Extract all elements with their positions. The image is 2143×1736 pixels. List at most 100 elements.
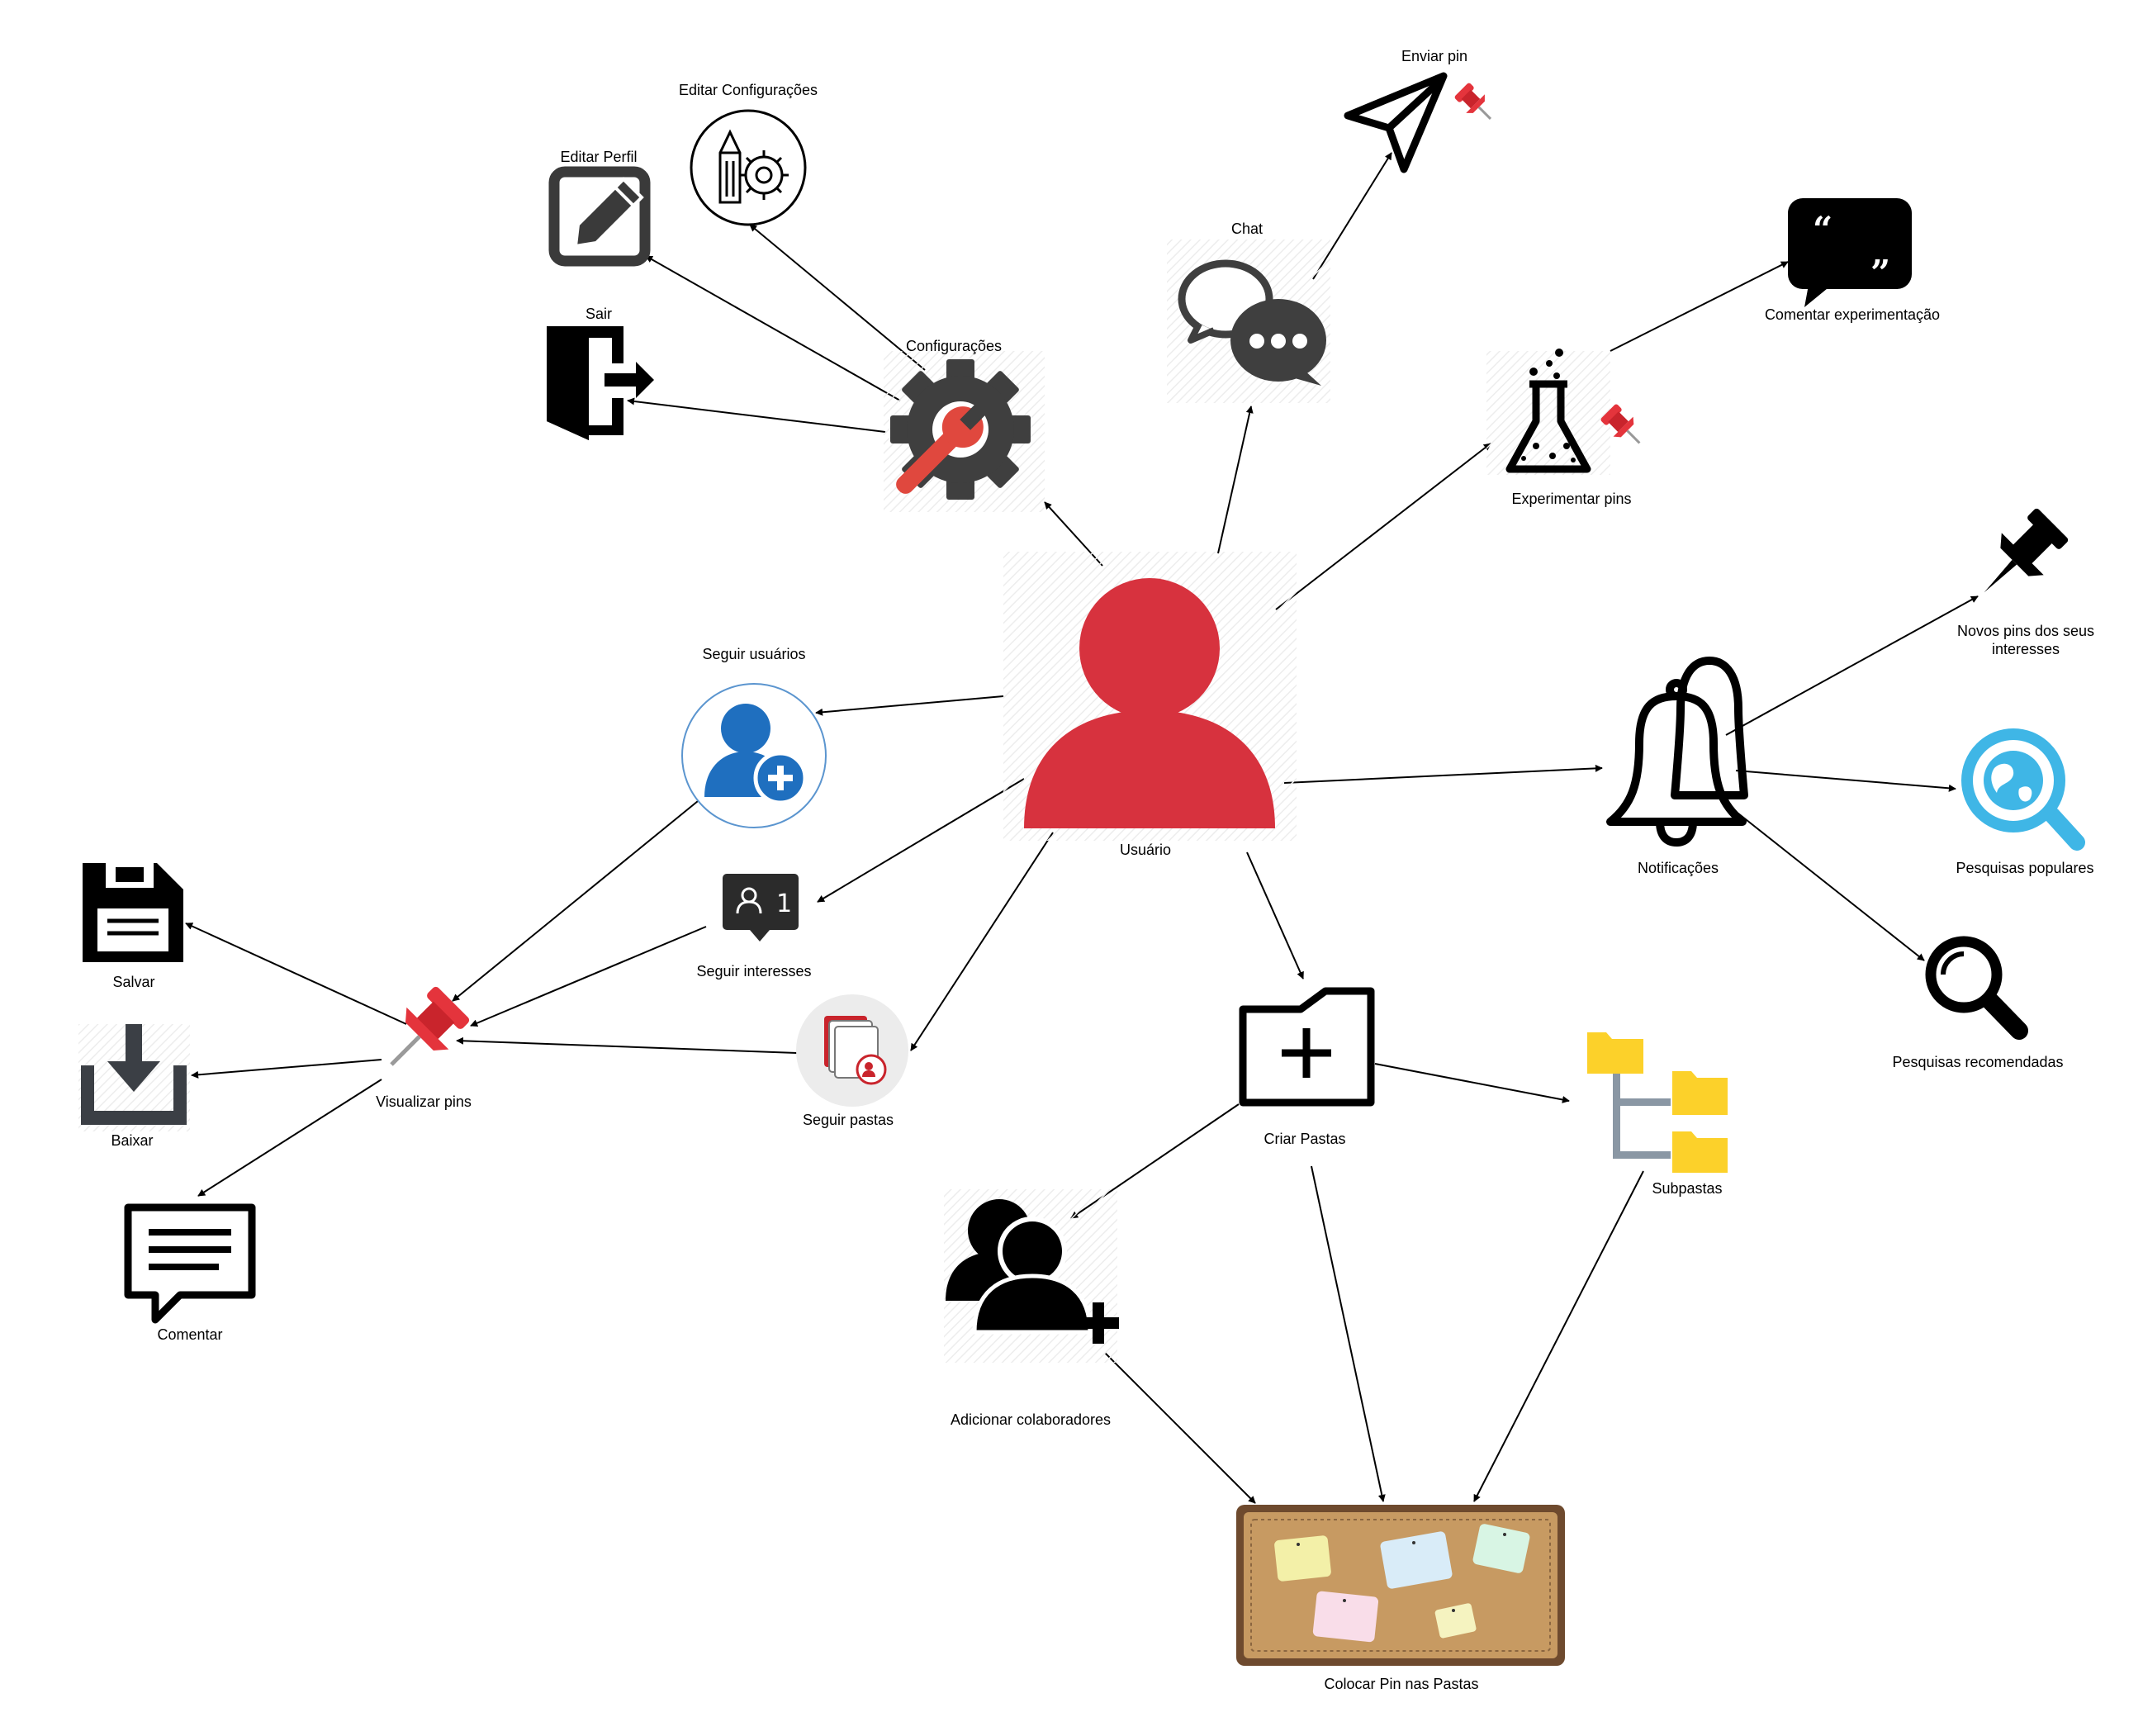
label-comentar: Comentar <box>157 1326 222 1343</box>
label-salvar: Salvar <box>112 974 154 990</box>
flask-icon <box>1505 349 1591 473</box>
arrow-experimentar-comentar <box>1610 261 1789 352</box>
node-criar-pastas[interactable]: Criar Pastas <box>1239 987 1375 1147</box>
label-adicionar-colaboradores: Adicionar colaboradores <box>951 1411 1111 1428</box>
label-configuracoes: Configurações <box>906 338 1002 354</box>
node-notificacoes[interactable]: Notificações <box>1606 657 1748 876</box>
pushpin-icon <box>1984 508 2069 593</box>
arrow-configuracoes-editar-configuracoes <box>749 224 926 371</box>
node-pesquisas-recomendadas[interactable]: Pesquisas recomendadas <box>1892 936 2064 1070</box>
arrow-notificacoes-populares <box>1735 770 1956 792</box>
edit-profile-icon <box>548 166 651 267</box>
label-seguir-usuarios: Seguir usuários <box>702 646 805 662</box>
folders-user-icon <box>796 994 908 1107</box>
arrow-usuario-chat <box>1217 406 1254 554</box>
label-visualizar-pins: Visualizar pins <box>376 1093 472 1110</box>
arrow-criar-subpastas <box>1374 1063 1570 1103</box>
node-colocar-pin[interactable]: Colocar Pin nas Pastas <box>1236 1505 1565 1692</box>
node-salvar[interactable]: Salvar <box>83 863 183 990</box>
label-seguir-interesses: Seguir interesses <box>696 963 811 979</box>
label-baixar: Baixar <box>111 1132 153 1149</box>
node-enviar-pin[interactable]: Enviar pin <box>1344 48 1500 173</box>
search-icon <box>1925 936 2028 1040</box>
exit-door-icon <box>547 326 654 440</box>
node-visualizar-pins[interactable]: Visualizar pins <box>371 982 475 1110</box>
arrow-notificacoes-novos-pins <box>1725 595 1979 736</box>
node-chat[interactable]: Chat <box>1167 221 1330 403</box>
user-add-icon <box>681 683 827 828</box>
arrow-usuario-notificacoes <box>1283 764 1603 784</box>
node-adicionar-colaboradores[interactable]: Adicionar colaboradores <box>944 1189 1119 1428</box>
folder-tree-icon <box>1587 1032 1728 1173</box>
label-experimentar-pins: Experimentar pins <box>1511 491 1631 507</box>
gear-wrench-icon <box>890 359 1031 500</box>
arrow-visualizar-salvar <box>185 923 407 1025</box>
label-usuario: Usuário <box>1120 842 1171 858</box>
floppy-disk-icon <box>83 863 183 962</box>
label-editar-configuracoes: Editar Configurações <box>679 82 818 98</box>
label-criar-pastas: Criar Pastas <box>1264 1131 1345 1147</box>
chat-bubbles-icon <box>1178 259 1326 386</box>
arrow-usuario-criar-pastas <box>1246 851 1304 979</box>
node-baixar[interactable]: Baixar <box>78 1024 190 1149</box>
label-seguir-pastas: Seguir pastas <box>803 1112 894 1128</box>
arrow-seguir-usuarios-visualizar <box>452 800 699 1002</box>
node-sair[interactable]: Sair <box>547 306 654 440</box>
node-usuario[interactable]: Usuário <box>1003 552 1297 858</box>
arrow-visualizar-baixar <box>191 1059 382 1079</box>
arrow-seguir-interesses-visualizar <box>470 926 707 1027</box>
svg-text:”: ” <box>1870 253 1890 293</box>
arrow-usuario-seguir-usuarios <box>815 695 1004 716</box>
label-editar-perfil: Editar Perfil <box>560 149 637 165</box>
badge-count: 1 <box>776 889 792 918</box>
svg-text:“: “ <box>1813 209 1832 249</box>
label-pesquisas-populares: Pesquisas populares <box>1956 860 2093 876</box>
user-badge-icon: 1 <box>723 874 799 942</box>
arrow-seguir-pastas-visualizar <box>456 1036 798 1054</box>
label-comentar-experimentacao: Comentar experimentação <box>1765 306 1940 323</box>
arrow-colaboradores-colocar <box>1104 1352 1256 1504</box>
node-novos-pins[interactable]: Novos pins dos seus interesses <box>1957 503 2094 657</box>
red-pushpin-icon <box>1600 404 1641 444</box>
pencil-gear-icon <box>690 109 807 226</box>
node-editar-perfil[interactable]: Editar Perfil <box>548 149 651 267</box>
arrow-subpastas-colocar <box>1473 1170 1644 1502</box>
arrow-visualizar-comentar <box>197 1079 382 1197</box>
label-pesquisas-recomendadas: Pesquisas recomendadas <box>1892 1054 2063 1070</box>
bell-icon <box>1671 657 1748 799</box>
node-editar-configuracoes[interactable]: Editar Configurações <box>679 82 818 226</box>
label-subpastas: Subpastas <box>1652 1180 1722 1197</box>
label-sair: Sair <box>586 306 612 322</box>
red-pushpin-icon <box>390 986 470 1066</box>
bell-shape <box>1606 679 1747 847</box>
paper-plane-icon <box>1344 72 1448 173</box>
label-chat: Chat <box>1231 221 1263 237</box>
label-colocar-pin: Colocar Pin nas Pastas <box>1324 1676 1478 1692</box>
node-experimentar-pins[interactable]: Experimentar pins <box>1486 349 1649 507</box>
label-enviar-pin: Enviar pin <box>1401 48 1467 64</box>
comment-icon <box>124 1203 256 1324</box>
globe-search-icon <box>1961 728 2085 851</box>
label-novos-pins-line1: Novos pins dos seus <box>1957 623 2094 639</box>
node-comentar[interactable]: Comentar <box>124 1203 256 1343</box>
corkboard-icon <box>1236 1505 1565 1666</box>
arrow-criar-colocar <box>1311 1165 1386 1502</box>
node-comentar-experimentacao[interactable]: “ ” Comentar experimentação <box>1765 198 1940 323</box>
arrow-usuario-seguir-pastas <box>910 832 1054 1051</box>
arrow-usuario-experimentar <box>1275 443 1491 610</box>
arrow-usuario-seguir-interesses <box>817 778 1025 903</box>
node-subpastas[interactable]: Subpastas <box>1587 1032 1728 1197</box>
node-pesquisas-populares[interactable]: Pesquisas populares <box>1956 728 2094 876</box>
label-notificacoes: Notificações <box>1638 860 1719 876</box>
users-add-icon <box>946 1199 1119 1344</box>
node-configuracoes[interactable]: Configurações <box>884 338 1045 512</box>
node-seguir-usuarios[interactable]: Seguir usuários <box>681 646 827 828</box>
user-icon <box>1024 578 1275 828</box>
label-novos-pins-line2: interesses <box>1992 641 2060 657</box>
folder-add-icon <box>1239 987 1375 1107</box>
arrow-configuracoes-editar-perfil <box>645 255 901 401</box>
arrow-notificacoes-recomendadas <box>1738 813 1925 961</box>
arrow-configuracoes-sair <box>627 397 886 433</box>
node-seguir-interesses[interactable]: 1 Seguir interesses <box>696 874 812 979</box>
node-seguir-pastas[interactable]: Seguir pastas <box>796 994 908 1128</box>
